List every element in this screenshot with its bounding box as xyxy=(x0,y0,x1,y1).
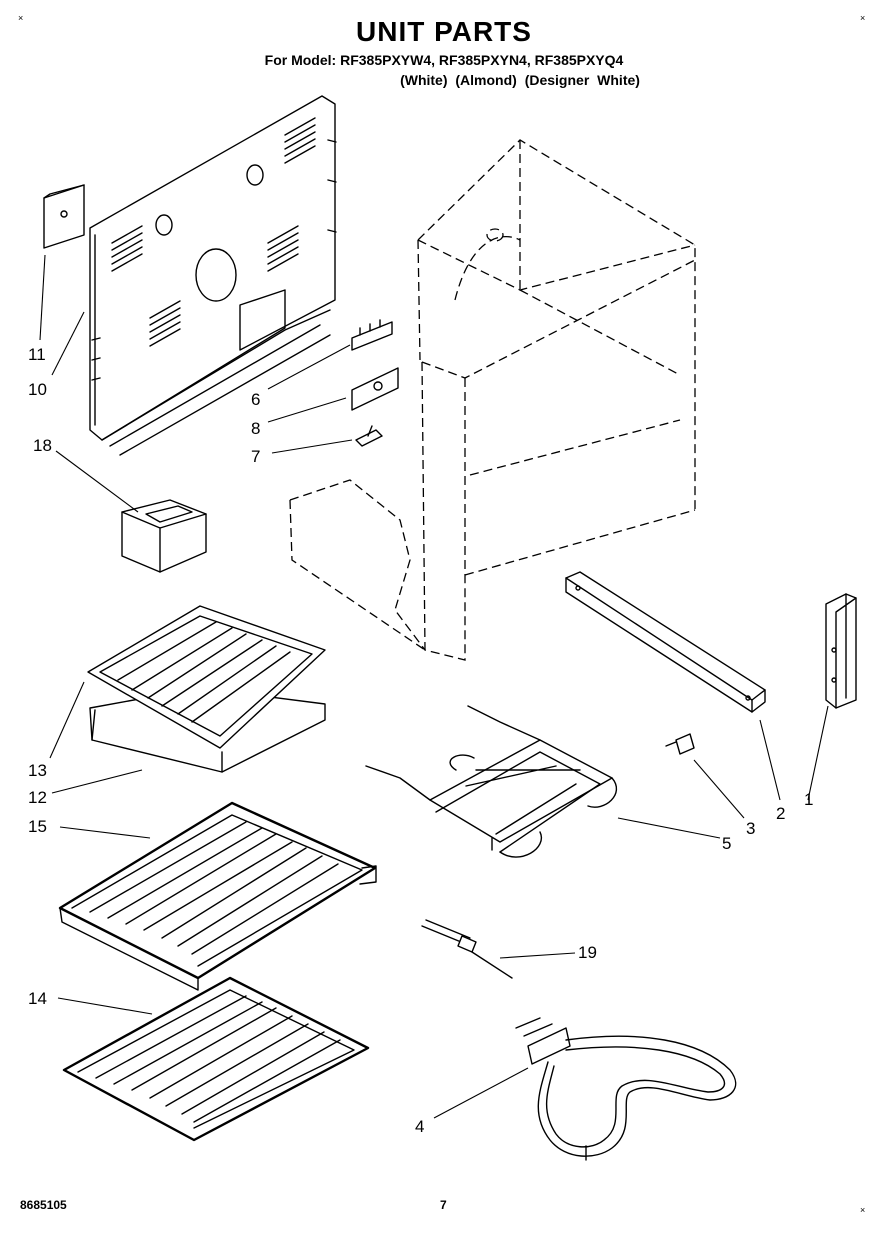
callout-12: 12 xyxy=(28,788,47,807)
callout-7: 7 xyxy=(251,447,261,466)
page-number: 7 xyxy=(440,1198,447,1212)
corner-mark-top-right: × xyxy=(860,13,866,23)
model-numbers: For Model: RF385PXYW4, RF385PXYN4, RF385… xyxy=(264,52,624,68)
part-6-terminal-block xyxy=(351,319,393,351)
part-2-support-rail xyxy=(565,571,766,713)
part-11-bracket xyxy=(43,184,85,249)
part-1-side-bracket xyxy=(825,593,857,709)
corner-mark-top-left: × xyxy=(18,13,24,23)
part-15-oven-rack xyxy=(58,801,377,991)
leader-lines xyxy=(39,254,829,1119)
callout-14: 14 xyxy=(28,989,47,1008)
callout-4: 4 xyxy=(415,1117,425,1136)
callout-5: 5 xyxy=(722,834,732,853)
callout-6: 6 xyxy=(251,390,261,409)
callout-15: 15 xyxy=(28,817,47,836)
callout-1: 1 xyxy=(804,790,814,809)
document-number: 8685105 xyxy=(20,1198,67,1212)
cabinet-outline xyxy=(289,139,696,661)
part-13-broiler-grid xyxy=(87,605,326,749)
part-14-oven-rack xyxy=(62,976,370,1142)
callout-2: 2 xyxy=(776,804,786,823)
part-8-bracket-plate xyxy=(351,367,399,411)
callout-19: 19 xyxy=(578,943,597,962)
callout-11: 11 xyxy=(28,345,46,364)
part-10-rear-panel xyxy=(89,95,337,456)
part-18-box xyxy=(121,499,207,573)
callout-13: 13 xyxy=(28,761,47,780)
callout-8: 8 xyxy=(251,419,261,438)
callout-10: 10 xyxy=(28,380,47,399)
part-7-clip xyxy=(355,425,383,447)
page-title: UNIT PARTS xyxy=(356,16,532,47)
callout-3: 3 xyxy=(746,819,756,838)
part-4-broil-element xyxy=(515,1017,737,1161)
model-colors: (White) (Almond) (Designer White) xyxy=(400,72,640,88)
part-19-sensor xyxy=(421,919,513,979)
part-3-clip xyxy=(665,733,695,755)
part-5-bake-element xyxy=(365,705,618,858)
corner-mark-bottom-right: × xyxy=(860,1205,866,1215)
callout-18: 18 xyxy=(33,436,52,455)
